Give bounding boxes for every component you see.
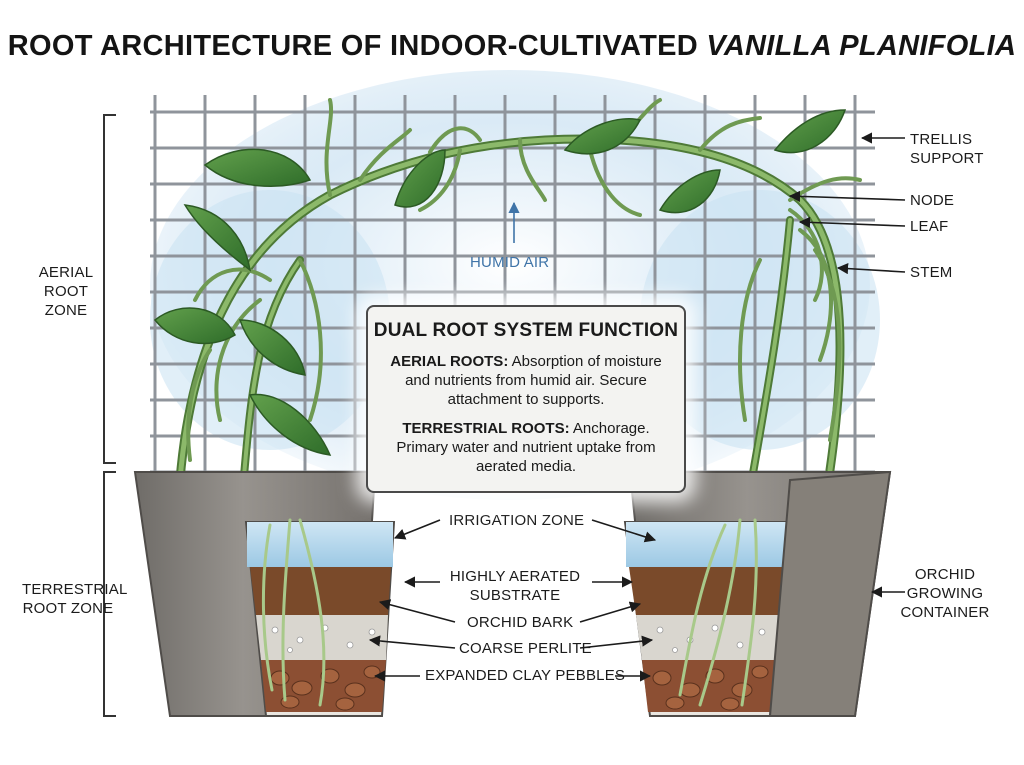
aerial-roots xyxy=(186,98,862,462)
aerial-roots-text: Absorption of moisture and nutrients fro… xyxy=(405,353,662,408)
trellis-label: TRELLIS SUPPORT xyxy=(910,131,984,167)
title-species: VANILLA PLANIFOLIA xyxy=(706,30,1017,62)
aerial-roots-term: AERIAL ROOTS: xyxy=(390,353,509,370)
terrestrial-roots-description: TERRESTRIAL ROOTS: Anchorage. Primary wa… xyxy=(382,419,670,476)
substrate-label: HIGHLY AERATED SUBSTRATE xyxy=(449,568,581,604)
stem-label: STEM xyxy=(910,264,953,281)
irrigation-zone-label: IRRIGATION ZONE xyxy=(449,512,585,529)
zone-brackets xyxy=(103,114,116,717)
leader-arrows xyxy=(368,132,906,682)
coarse-perlite-label: COARSE PERLITE xyxy=(459,640,592,657)
aerial-roots-description: AERIAL ROOTS: Absorption of moisture and… xyxy=(382,352,670,409)
infobox-heading: DUAL ROOT SYSTEM FUNCTION xyxy=(373,320,679,341)
aerial-zone-label: AERIAL ROOT ZONE xyxy=(38,264,94,319)
right-pot xyxy=(623,470,892,717)
clay-pebbles-label: EXPANDED CLAY PEBBLES xyxy=(425,667,626,684)
terrestrial-zone-label: TERRESTRIAL ROOT ZONE xyxy=(22,581,128,617)
terrestrial-roots-term: TERRESTRIAL ROOTS: xyxy=(402,420,570,437)
humid-air-label: HUMID AIR xyxy=(470,254,550,271)
page-title: ROOT ARCHITECTURE OF INDOOR-CULTIVATED V… xyxy=(0,30,1024,63)
orchid-bark-label: ORCHID BARK xyxy=(467,614,574,631)
leaf-label: LEAF xyxy=(910,218,949,235)
terrestrial-roots-text: Anchorage. Primary water and nutrient up… xyxy=(396,420,656,475)
leaves xyxy=(153,109,847,456)
dual-root-function-box: DUAL ROOT SYSTEM FUNCTION AERIAL ROOTS: … xyxy=(366,305,686,493)
title-main: ROOT ARCHITECTURE OF INDOOR-CULTIVATED xyxy=(7,30,698,62)
left-pot xyxy=(133,471,396,717)
node-label: NODE xyxy=(910,192,955,209)
container-label: ORCHID GROWING CONTAINER xyxy=(900,566,990,621)
